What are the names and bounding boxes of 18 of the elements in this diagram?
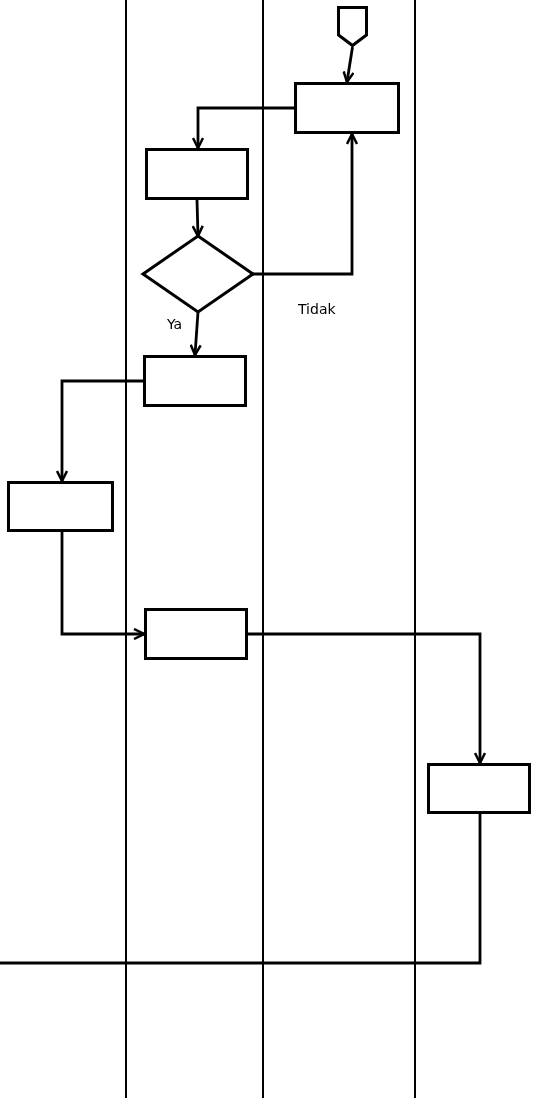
arrow xyxy=(248,632,487,765)
process-box xyxy=(145,148,249,200)
arrow xyxy=(191,199,204,238)
process-box xyxy=(144,608,248,660)
process-box xyxy=(7,481,114,532)
edge-label: Ya xyxy=(166,316,184,332)
edge-label: Tidak xyxy=(297,301,337,317)
off-page-connector xyxy=(337,6,368,47)
arrow xyxy=(191,106,294,150)
decision-diamond xyxy=(143,236,253,312)
arrow xyxy=(253,132,359,276)
arrow xyxy=(342,46,355,84)
process-box xyxy=(143,355,247,407)
process-box xyxy=(427,763,531,814)
arrow xyxy=(189,311,202,357)
arrow xyxy=(55,379,143,483)
arrow xyxy=(60,532,146,641)
process-box xyxy=(294,82,400,134)
